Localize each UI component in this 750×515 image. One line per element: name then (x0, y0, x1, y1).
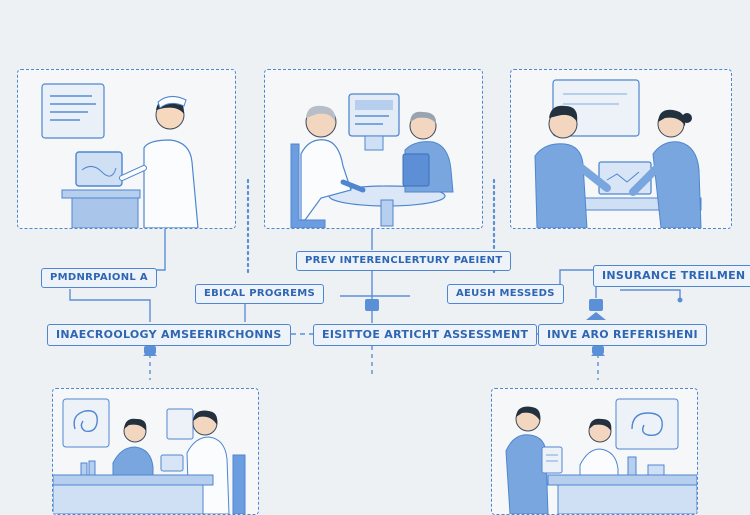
brain-chart-icon (62, 398, 110, 448)
doctor-icon (290, 105, 366, 228)
label-technology: INAECROOLOGY AMSEERIRCHONNS (47, 324, 291, 346)
laptop-icon (61, 151, 141, 228)
clipboard-icon (166, 408, 194, 440)
care-workflow-diagram: PMDNRPAIONL A EBICAL PROGREMS PREV INTER… (17, 69, 750, 515)
label-assessment: EISITTOE ARTICHT ASSESSMENT (313, 324, 538, 346)
clerk-icon (112, 418, 154, 476)
monitor-icon (348, 93, 400, 151)
label-insurance: INSURANCE TREILMEN (593, 265, 750, 287)
label-inve-referral: INVE ARO REFERISHENI (538, 324, 707, 346)
patient-icon (505, 406, 549, 514)
document-icon (41, 83, 105, 139)
label-health-messages: AEUSH MESSEDS (447, 284, 564, 304)
patient-icon (629, 109, 702, 228)
scene-followup-visit (491, 388, 698, 515)
doctor-icon (579, 418, 619, 480)
scene-front-desk (510, 69, 732, 229)
label-ebical-programs: EBICAL PROGREMS (195, 284, 325, 304)
label-prev-referral: PREV INTERENCLERTURY PAEIENT (296, 251, 512, 271)
receptionist-icon (534, 105, 611, 228)
scene-records-review (52, 388, 259, 515)
tablet-icon (160, 454, 184, 472)
patient-icon (402, 111, 454, 193)
nurse-icon (119, 96, 199, 228)
swirl-chart-icon (615, 398, 679, 450)
scene-nurse-intake (17, 69, 236, 229)
scene-doctor-consult (264, 69, 483, 229)
label-patient-info: PMDNRPAIONL A (41, 268, 157, 288)
clipboard-icon (541, 446, 563, 474)
